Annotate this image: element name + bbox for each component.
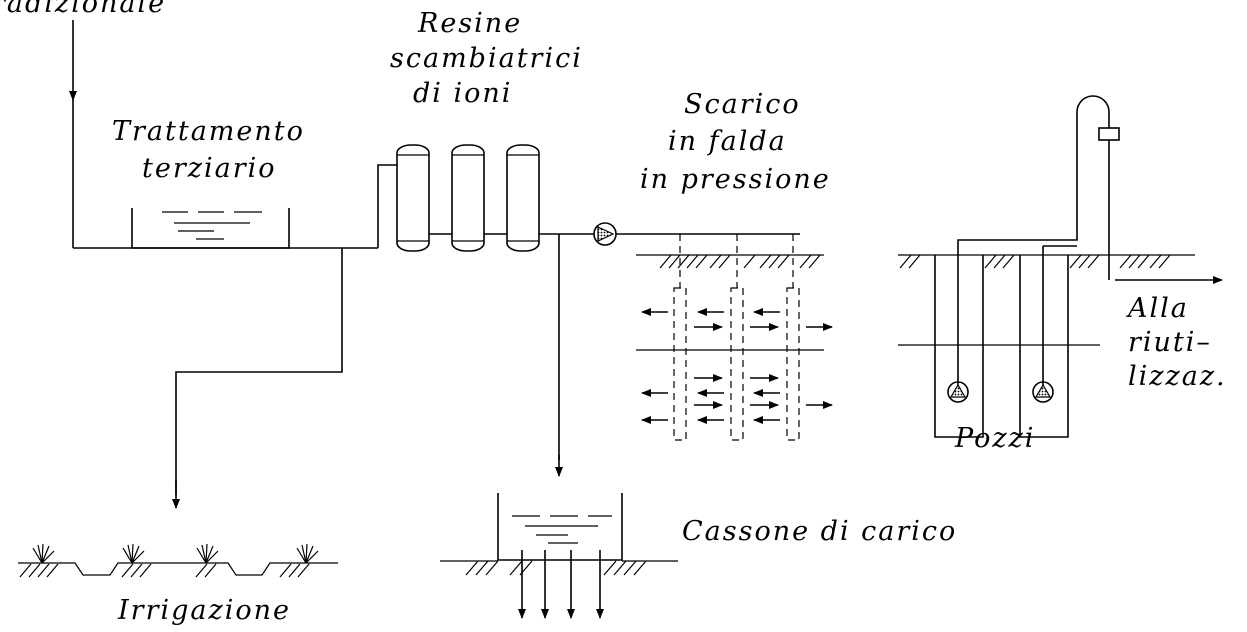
plant-icon xyxy=(196,543,219,564)
plant-icon xyxy=(32,543,55,564)
label-in-pressione: in pressione xyxy=(640,164,831,195)
flow-arrows xyxy=(641,308,833,424)
label-terziario: terziario xyxy=(142,153,277,184)
label-scambiatrici: scambiatrici xyxy=(390,43,583,74)
ground-hatch xyxy=(19,563,310,578)
tertiary-treatment-tank xyxy=(131,208,290,249)
label-pozzi: Pozzi xyxy=(954,423,1035,454)
pump-icon xyxy=(1032,381,1054,403)
label-resine: Resine xyxy=(417,8,522,39)
pump-icon xyxy=(947,381,969,403)
label-irrigazione: Irrigazione xyxy=(117,595,291,626)
label-in-falda: in falda xyxy=(668,126,787,157)
label-trattamento: Trattamento xyxy=(112,116,305,147)
label-tradizionale: radizionale xyxy=(0,0,166,19)
label-riuti: riuti– xyxy=(1128,327,1212,358)
ion-exchange-columns xyxy=(377,144,540,252)
label-scarico: Scarico xyxy=(684,89,801,120)
plant-icon xyxy=(296,543,319,564)
label-lizzaz: lizzaz. xyxy=(1128,361,1227,392)
outlet-pipe xyxy=(539,233,800,477)
ground-hatch xyxy=(659,254,821,269)
ground-hatch xyxy=(465,560,647,576)
label-cassone-di-carico: Cassone di carico xyxy=(682,516,957,547)
irrigation-branch-pipe xyxy=(172,248,343,509)
plant-icon xyxy=(122,543,145,564)
irrigation-field xyxy=(18,543,338,578)
ground-hatch xyxy=(899,254,1171,269)
injection-wells xyxy=(636,234,833,441)
labels: radizionale Trattamento terziario Resine… xyxy=(0,0,1227,626)
extraction-wells xyxy=(898,95,1223,438)
label-alla: Alla xyxy=(1125,293,1189,324)
label-di-ioni: di ioni xyxy=(413,78,512,109)
recharge-basin xyxy=(440,493,678,619)
pump-icon xyxy=(593,222,617,246)
